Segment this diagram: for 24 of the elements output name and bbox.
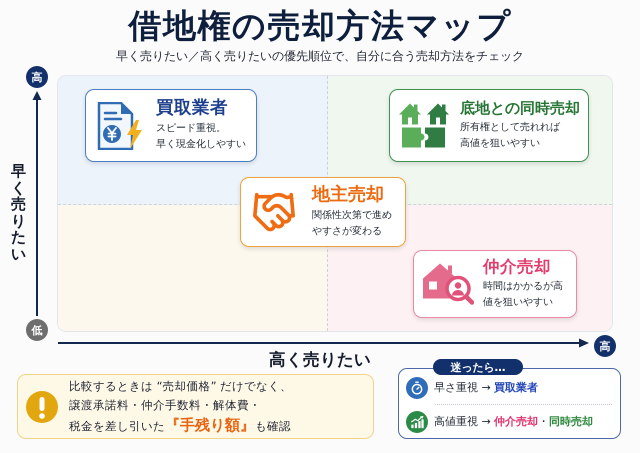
axis-end-label: 高 <box>594 335 616 357</box>
axis-title: 高く売りたい <box>269 350 371 370</box>
method-card <box>85 89 257 162</box>
note-box <box>17 374 374 439</box>
card-description: 所有権として売れれば高値を狙いやすい <box>460 120 562 151</box>
heading-tag: 迷ったら… <box>433 359 523 375</box>
card-title: 買取業者 <box>156 98 228 120</box>
card-description: スピード重視。早く現金化しやすい <box>156 122 247 152</box>
title: 借地権の売却方法マップ <box>128 5 512 47</box>
card-title: 地主売却 <box>312 184 384 206</box>
method-card <box>240 177 406 247</box>
note-text: 比較するときは “売却価格” だけでなく、譲渡承諾料・仲介手数料・解体費・税金を差し引いた『手残り額』も確認 <box>69 378 294 436</box>
tip-text: 高値重視 → 仲介売却・同時売却 <box>434 414 594 430</box>
method-card <box>413 250 577 318</box>
axis-end-label: 高 <box>26 66 48 88</box>
card-title: 底地との同時売却 <box>460 99 580 118</box>
card-title: 仲介売却 <box>483 256 551 278</box>
axis-title: 早く売りたい <box>11 163 26 262</box>
method-card <box>389 89 589 162</box>
subtitle: 早く売りたい／高く売りたいの優先順位で、自分に合う売却方法をチェック <box>116 48 524 64</box>
axis-end-label: 低 <box>26 319 48 341</box>
tip-text: 早さ重視 → 買取業者 <box>434 380 538 396</box>
card-description: 時間はかかるが高値を狙いやすい <box>483 280 564 310</box>
card-description: 関係性次第で進めやすさが変わる <box>312 208 393 240</box>
